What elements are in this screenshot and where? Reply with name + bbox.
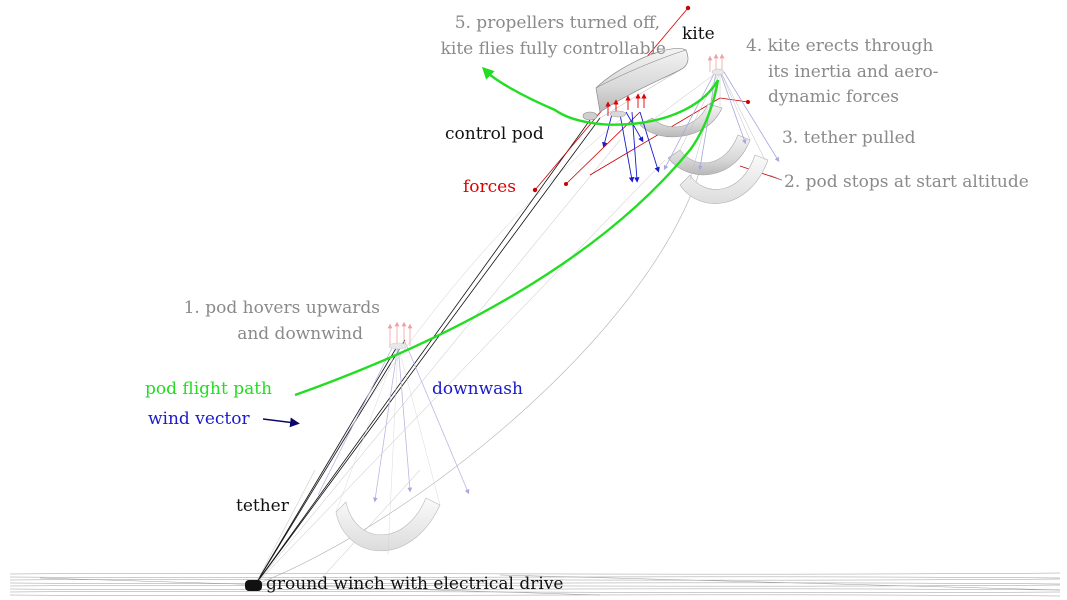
label-step1-line1: 1. pod hovers upwards [183, 298, 380, 318]
label-step5-line2: kite flies fully controllable [440, 39, 666, 59]
label-tether: tether [236, 496, 289, 516]
tether-lines-faint [254, 139, 666, 586]
label-step4-line3: dynamic forces [768, 87, 900, 107]
label-step2: 2. pod stops at start altitude [784, 172, 1029, 192]
kite-wing-stage3 [667, 134, 751, 176]
kite-wing-start [335, 344, 441, 556]
label-pointers [769, 174, 783, 181]
bridle-lines [649, 69, 766, 181]
label-downwash: downwash [432, 379, 523, 399]
downwash-lines-start [317, 341, 470, 503]
label-step3: 3. tether pulled [782, 128, 916, 148]
label-wind-vector: wind vector [148, 409, 250, 429]
kite-wing-stage5 [589, 48, 689, 121]
tether-lines [254, 117, 601, 586]
label-forces: forces [463, 177, 516, 197]
label-step4-line1: 4. kite erects through [746, 36, 934, 56]
label-step5-line1: 5. propellers turned off, [454, 13, 660, 33]
label-step1-line2: and downwind [237, 324, 363, 344]
kite-wing-stage2 [679, 154, 769, 204]
label-kite: kite [682, 24, 715, 44]
pod-flight-path [294, 66, 720, 397]
control-pod [582, 68, 725, 121]
label-pod-flight-path: pod flight path [145, 379, 273, 399]
force-arrows-upper-faint [707, 53, 725, 72]
label-ground-winch: ground winch with electrical drive [266, 574, 564, 594]
label-step4-line2: its inertia and aero- [768, 62, 939, 82]
label-control-pod: control pod [445, 124, 544, 144]
force-lines [532, 5, 783, 193]
pod-start [388, 342, 408, 350]
wind-vector-arrow [262, 417, 300, 428]
force-arrows-upper [605, 93, 647, 116]
ground-winch [245, 580, 262, 591]
